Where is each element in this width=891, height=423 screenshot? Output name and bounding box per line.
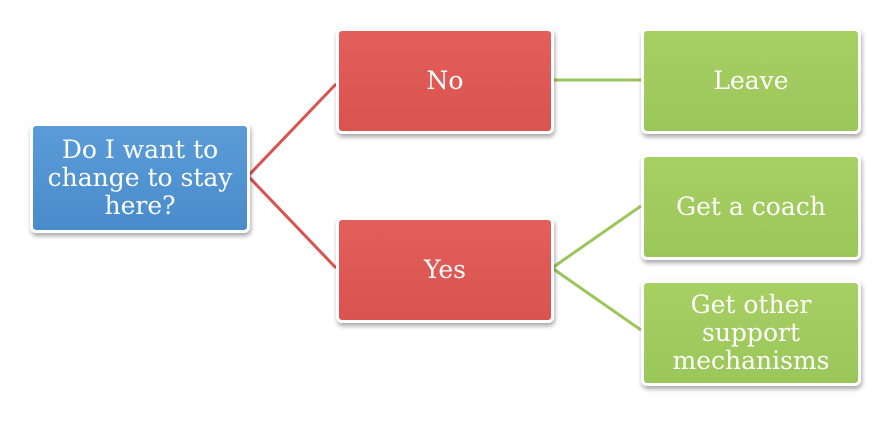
edge-yes-support [551, 266, 642, 332]
edge-root-no [246, 82, 338, 178]
action-leave-label: Leave [713, 66, 789, 95]
action-support-label: Get other support mechanisms [672, 290, 830, 375]
action-support-node: Get other support mechanisms [641, 280, 861, 386]
answer-no-node: No [336, 28, 554, 134]
edge-yes-coach [551, 204, 642, 270]
answer-no-label: No [426, 66, 464, 95]
question-node-label: Do I want to change to stay here? [47, 135, 233, 220]
action-coach-node: Get a coach [641, 154, 861, 260]
answer-yes-node: Yes [336, 217, 554, 323]
action-leave-node: Leave [641, 28, 861, 134]
question-node: Do I want to change to stay here? [30, 123, 250, 233]
answer-yes-label: Yes [424, 255, 466, 284]
edge-root-yes [246, 174, 338, 270]
action-coach-label: Get a coach [676, 192, 826, 221]
